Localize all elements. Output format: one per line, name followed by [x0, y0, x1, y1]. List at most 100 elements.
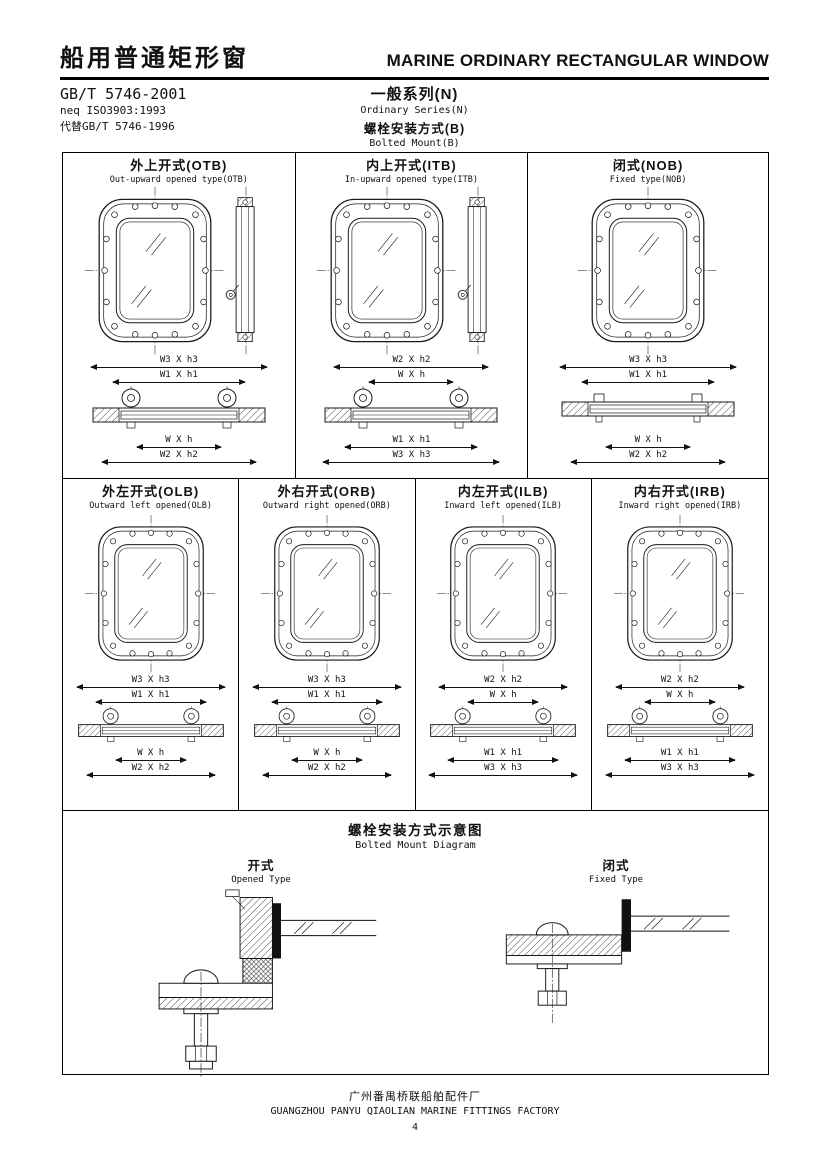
window-side-view-drawing	[225, 185, 255, 355]
fixed-type-column: 闭式 Fixed Type	[481, 855, 751, 1038]
series-title-en: Ordinary Series(N)	[360, 105, 469, 116]
window-types-table: 外上开式(OTB) Out-upward opened type(OTB) W3…	[62, 152, 769, 1078]
dimension-label: W1 X h1	[131, 689, 170, 700]
diagram-title-en: Bolted Mount Diagram	[355, 840, 476, 851]
dimension-label: W1 X h1	[392, 434, 431, 445]
dimension-label: W3 X h3	[392, 449, 431, 460]
opened-type-column: 开式 Opened Type	[111, 855, 411, 1088]
standard-replaces: 代替GB/T 5746-1996	[60, 120, 175, 133]
dimension-line	[85, 772, 216, 779]
fixed-type-mount-drawing	[505, 898, 730, 1025]
standard-code: GB/T 5746-2001	[60, 85, 187, 103]
cell-title-cn: 外上开式(OTB)	[130, 158, 228, 173]
dimension-label: W3 X h3	[159, 355, 198, 366]
cell-title-en: Out-upward opened type(OTB)	[109, 174, 248, 185]
cell-title-en: Fixed type(NOB)	[609, 174, 687, 185]
dimension-line	[322, 459, 501, 466]
fixed-type-label-en: Fixed Type	[588, 875, 644, 885]
opened-type-mount-drawing	[158, 889, 377, 1078]
window-cross-section-drawing	[77, 706, 224, 743]
dimension-line	[368, 379, 455, 386]
table-row-middle: 外左开式(OLB) Outward left opened(OLB) W3 X …	[63, 479, 768, 811]
window-cross-section-drawing	[324, 385, 498, 429]
dimension-label: W3 X h3	[307, 675, 346, 686]
dimension-label: W X h	[397, 369, 425, 380]
dimension-line	[614, 684, 745, 691]
dimension-line	[467, 699, 540, 706]
factory-name-cn: 广州番禺桥联船舶配件厂	[349, 1091, 481, 1103]
dimension-label: W X h	[137, 747, 165, 758]
mount-title-en: Bolted Mount(B)	[369, 138, 460, 149]
dimension-label: W3 X h3	[484, 762, 523, 773]
dimension-label: W1 X h1	[307, 689, 346, 700]
cell-title-cn: 内上开式(ITB)	[366, 158, 457, 173]
dimension-line	[428, 772, 579, 779]
dimension-line	[94, 699, 207, 706]
series-title-cn: 一般系列(N)	[370, 86, 459, 103]
window-front-view-drawing	[436, 514, 570, 673]
cell-title-en: Outward right opened(ORB)	[262, 500, 391, 511]
diagram-title-cn: 螺栓安装方式示意图	[348, 823, 483, 838]
window-cell-nob: 闭式(NOB) Fixed type(NOB) W3 X h3 W1 X h1 …	[528, 153, 768, 478]
dimension-label: W1 X h1	[660, 747, 699, 758]
dimension-line	[333, 364, 490, 371]
dimension-line	[100, 459, 257, 466]
window-cell-otb: 外上开式(OTB) Out-upward opened type(OTB) W3…	[63, 153, 296, 478]
dimension-label: W2 X h2	[629, 449, 668, 460]
cell-title-en: Outward left opened(OLB)	[89, 500, 213, 511]
window-cross-section-drawing	[254, 706, 400, 743]
cell-title-cn: 闭式(NOB)	[612, 158, 684, 173]
window-front-view-drawing	[577, 185, 719, 355]
window-cell-olb: 外左开式(OLB) Outward left opened(OLB) W3 X …	[63, 479, 240, 810]
dimension-line	[344, 444, 479, 451]
dimension-line	[605, 444, 692, 451]
dimension-line	[75, 684, 226, 691]
dimension-line	[261, 772, 392, 779]
window-cross-section-drawing	[430, 706, 576, 743]
dimension-label: W2 X h2	[131, 762, 170, 773]
dimension-line	[570, 459, 727, 466]
page-title-cn: 船用普通矩形窗	[60, 45, 249, 72]
page-header: 船用普通矩形窗 MARINE ORDINARY RECTANGULAR WIND…	[60, 38, 769, 157]
cell-title-en: Inward right opened(IRB)	[618, 500, 742, 511]
dimension-label: W X h	[489, 689, 517, 700]
dimension-label: W X h	[634, 434, 662, 445]
opened-type-label-en: Opened Type	[231, 875, 291, 885]
dimension-label: W X h	[666, 689, 694, 700]
window-front-view-drawing	[84, 514, 217, 673]
window-front-view-drawing	[613, 514, 747, 673]
mount-title-cn: 螺栓安装方式(B)	[363, 122, 466, 136]
window-side-view-drawing	[458, 185, 488, 355]
dimension-line	[114, 757, 187, 764]
page-title-en: MARINE ORDINARY RECTANGULAR WINDOW	[386, 51, 769, 70]
dimension-label: W X h	[165, 434, 193, 445]
dimension-line	[270, 699, 383, 706]
window-cell-ilb: 内左开式(ILB) Inward left opened(ILB) W2 X h…	[416, 479, 592, 810]
dimension-label: W3 X h3	[660, 762, 699, 773]
cell-title-cn: 内右开式(IRB)	[633, 484, 726, 499]
window-cross-section-drawing	[92, 385, 266, 429]
dimension-line	[89, 364, 268, 371]
dimension-line	[111, 379, 246, 386]
dimension-label: W2 X h2	[392, 355, 431, 366]
window-front-view-drawing	[260, 514, 394, 673]
dimension-label: W2 X h2	[484, 675, 523, 686]
window-cell-orb: 外右开式(ORB) Outward right opened(ORB) W3 X…	[239, 479, 416, 810]
dimension-line	[559, 364, 738, 371]
bolted-mount-diagram-section: 螺栓安装方式示意图 Bolted Mount Diagram 开式 Opened…	[63, 811, 768, 1078]
table-row-top: 外上开式(OTB) Out-upward opened type(OTB) W3…	[63, 153, 768, 479]
page-footer: 广州番禺桥联船舶配件厂 GUANGZHOU PANYU QIAOLIAN MAR…	[0, 1088, 830, 1133]
dimension-line	[623, 757, 736, 764]
fixed-type-label-cn: 闭式	[602, 859, 630, 873]
dimension-line	[438, 684, 569, 691]
dimension-label: W2 X h2	[307, 762, 346, 773]
window-front-view-drawing	[316, 185, 459, 355]
window-cross-section-drawing	[561, 393, 735, 423]
standard-block: GB/T 5746-2001 neq ISO3903:1993 代替GB/T 5…	[60, 85, 186, 134]
factory-name-en: GUANGZHOU PANYU QIAOLIAN MARINE FITTINGS…	[270, 1106, 560, 1117]
cell-title-cn: 内左开式(ILB)	[457, 484, 549, 499]
cell-title-en: Inward left opened(ILB)	[444, 500, 562, 511]
dimension-line	[604, 772, 755, 779]
dimension-line	[643, 699, 716, 706]
opened-type-label-cn: 开式	[247, 859, 275, 873]
